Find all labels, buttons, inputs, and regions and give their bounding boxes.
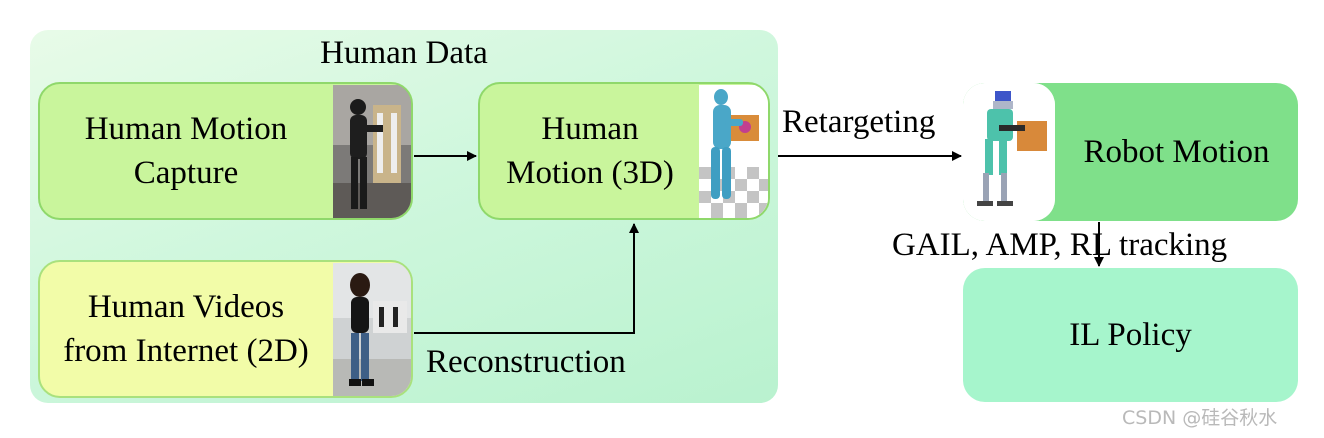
robot-motion-label: Robot Motion <box>1083 134 1270 170</box>
watermark: CSDN @硅谷秋水 <box>1122 407 1278 429</box>
human-videos-label-line2: from Internet (2D) <box>63 333 309 369</box>
robot-image <box>963 83 1055 221</box>
human-motion-capture-label-line2: Capture <box>133 155 239 191</box>
human-motion-capture-label-line1: Human Motion <box>84 111 288 147</box>
human-videos-node: Human Videos from Internet (2D) <box>38 260 413 398</box>
retargeting-label: Retargeting <box>782 104 936 140</box>
il-policy-label: IL Policy <box>1069 317 1192 353</box>
training-methods-label: GAIL, AMP, RL tracking <box>892 227 1228 263</box>
human-motion-capture-node: Human Motion Capture <box>38 82 413 220</box>
human-motion-3d-label-line2: Motion (3D) <box>506 155 674 191</box>
human-videos-label-line1: Human Videos <box>87 289 285 325</box>
internet-video-photo <box>333 263 411 396</box>
reconstruction-arrow <box>414 223 639 334</box>
il-policy-node: IL Policy <box>963 268 1298 402</box>
robot-motion-node: Robot Motion <box>963 83 1298 221</box>
motion-capture-photo <box>333 85 411 218</box>
human-motion-3d-label-line1: Human <box>541 111 639 147</box>
human-data-title: Human Data <box>320 35 488 71</box>
human-3d-model-image <box>699 85 768 218</box>
human-motion-3d-node: Human Motion (3D) <box>478 82 770 220</box>
reconstruction-label: Reconstruction <box>426 344 626 380</box>
